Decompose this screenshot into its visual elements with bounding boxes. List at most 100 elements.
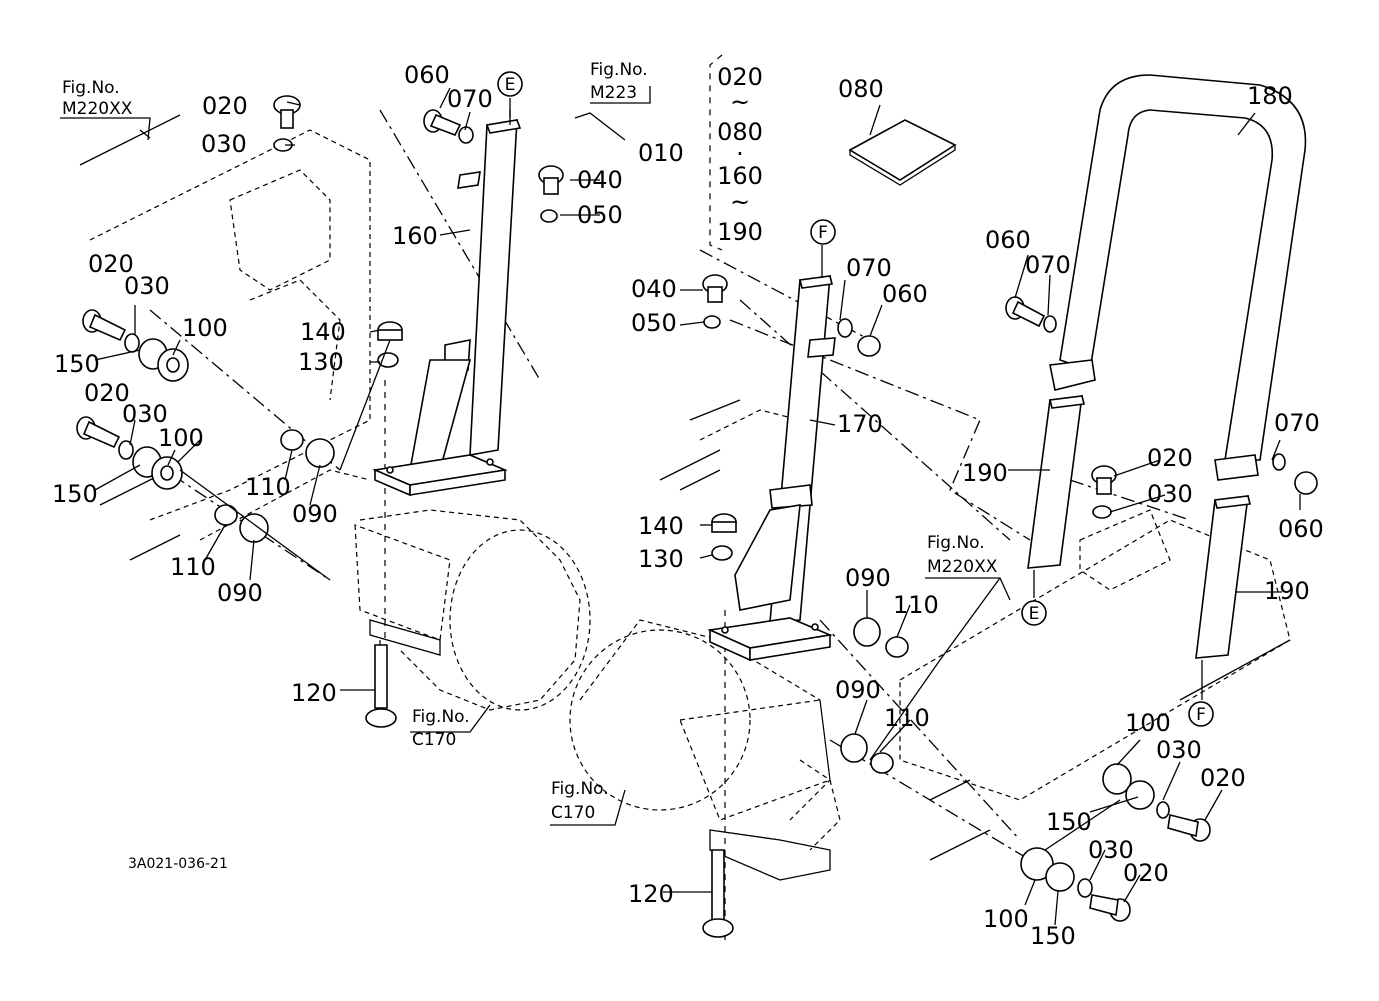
fig-c170-left-line1: Fig.No. xyxy=(412,707,470,727)
part-label: 090 xyxy=(217,579,263,607)
kit-range-3: 080 xyxy=(717,118,763,146)
part-label: 150 xyxy=(1046,808,1092,836)
collars-center xyxy=(840,617,909,774)
kit-range-2: ~ xyxy=(730,88,750,116)
tube-160 xyxy=(372,119,522,497)
ref-e-top: E xyxy=(505,75,516,95)
kit-range-4: · xyxy=(736,140,744,168)
tube-190-b xyxy=(1195,495,1251,659)
part-label: 020 xyxy=(1200,764,1246,792)
part-label: 160 xyxy=(392,222,438,250)
kit-range: 020 ~ 080 · 160 ~ 190 xyxy=(717,63,763,246)
part-label: 170 xyxy=(837,410,883,438)
part-label: 110 xyxy=(170,553,216,581)
part-label: 020 xyxy=(1147,444,1193,472)
fig-m223-line2: M223 xyxy=(590,83,637,103)
part-label: 020 xyxy=(1123,859,1169,887)
ref-f-top: F xyxy=(818,223,828,243)
ref-circle-e-bottom xyxy=(1021,600,1047,626)
part-label: 030 xyxy=(201,130,247,158)
tube-190-a xyxy=(1027,395,1085,569)
ref-f-bottom: F xyxy=(1196,705,1206,725)
part-label: 030 xyxy=(1156,736,1202,764)
kit-range-7: 190 xyxy=(717,218,763,246)
kit-range-1: 020 xyxy=(717,63,763,91)
drawing-code: 3A021-036-21 xyxy=(128,856,228,872)
part-label: 100 xyxy=(983,905,1029,933)
reference-markers: E F E F xyxy=(497,71,1214,727)
part-label: 180 xyxy=(1247,82,1293,110)
part-label: 140 xyxy=(300,318,346,346)
part-label: 020 xyxy=(84,379,130,407)
ghost-transmission-center xyxy=(569,619,841,881)
part-label: 050 xyxy=(631,309,677,337)
fig-m220xx-right-line1: Fig.No. xyxy=(927,533,985,553)
part-label: 020 xyxy=(202,92,248,120)
part-label: 110 xyxy=(893,591,939,619)
figure-references: Fig.No. M220XX Fig.No. M223 Fig.No. C170… xyxy=(62,60,998,872)
part-label: 190 xyxy=(962,459,1008,487)
fig-c170-center-line1: Fig.No. xyxy=(551,779,609,799)
fig-c170-center-line2: C170 xyxy=(551,803,595,823)
washer-group-right-2 xyxy=(1020,847,1131,922)
part-label: 120 xyxy=(628,880,674,908)
ref-circle-e-top xyxy=(497,71,523,97)
part-label: 020 xyxy=(88,250,134,278)
bolt-060-right-mid xyxy=(1272,453,1318,495)
part-label: 110 xyxy=(884,704,930,732)
part-label: 010 xyxy=(638,139,684,167)
ghost-transmission-left xyxy=(354,509,591,711)
collars-left xyxy=(214,429,335,543)
part-label: 150 xyxy=(52,480,98,508)
fig-m220xx-left-line2: M220XX xyxy=(62,99,133,119)
bolt-060-right-top xyxy=(1005,296,1057,333)
part-label: 080 xyxy=(838,75,884,103)
fig-m220xx-right-line2: M220XX xyxy=(927,557,998,577)
part-numbers: 020 030 060 070 010 040 050 160 080 180 … xyxy=(52,61,1324,950)
fig-m220xx-left-line1: Fig.No. xyxy=(62,78,120,98)
part-label: 110 xyxy=(245,473,291,501)
bolt-020-right-mid xyxy=(1091,465,1117,519)
part-label: 070 xyxy=(447,85,493,113)
part-label: 060 xyxy=(985,226,1031,254)
bolt-060-left xyxy=(423,109,474,144)
fig-m223-line1: Fig.No. xyxy=(590,60,648,80)
part-label: 090 xyxy=(845,564,891,592)
part-label: 040 xyxy=(631,275,677,303)
part-label: 120 xyxy=(291,679,337,707)
part-label: 150 xyxy=(54,350,100,378)
bolt-060-center xyxy=(837,318,881,357)
part-label: 050 xyxy=(577,201,623,229)
part-label: 030 xyxy=(122,400,168,428)
bolt-120-left xyxy=(365,644,397,728)
handle-180 xyxy=(1049,74,1307,481)
bolt-020-top xyxy=(273,95,301,129)
washer-group-left-2 xyxy=(118,440,183,490)
tube-170 xyxy=(707,275,836,662)
part-label: 060 xyxy=(404,61,450,89)
part-label: 190 xyxy=(1264,577,1310,605)
bushing-140-130-center xyxy=(711,513,737,561)
bolt-040-center xyxy=(702,274,728,329)
bolt-020-left-1 xyxy=(82,309,127,342)
part-label: 090 xyxy=(835,676,881,704)
part-label: 130 xyxy=(638,545,684,573)
ref-circle-f-top xyxy=(810,219,836,245)
kit-range-6: ~ xyxy=(730,188,750,216)
part-label: 070 xyxy=(846,254,892,282)
part-label: 070 xyxy=(1025,251,1071,279)
kit-range-5: 160 xyxy=(717,162,763,190)
washer-group-right-1 xyxy=(1102,763,1211,842)
part-label: 150 xyxy=(1030,922,1076,950)
part-label: 100 xyxy=(1125,709,1171,737)
ref-e-bottom: E xyxy=(1029,604,1040,624)
part-label: 090 xyxy=(292,500,338,528)
part-label: 060 xyxy=(882,280,928,308)
part-label: 100 xyxy=(158,424,204,452)
part-label: 030 xyxy=(1088,836,1134,864)
ref-circle-f-bottom xyxy=(1188,701,1214,727)
part-label: 040 xyxy=(577,166,623,194)
part-label: 060 xyxy=(1278,515,1324,543)
part-label: 140 xyxy=(638,512,684,540)
